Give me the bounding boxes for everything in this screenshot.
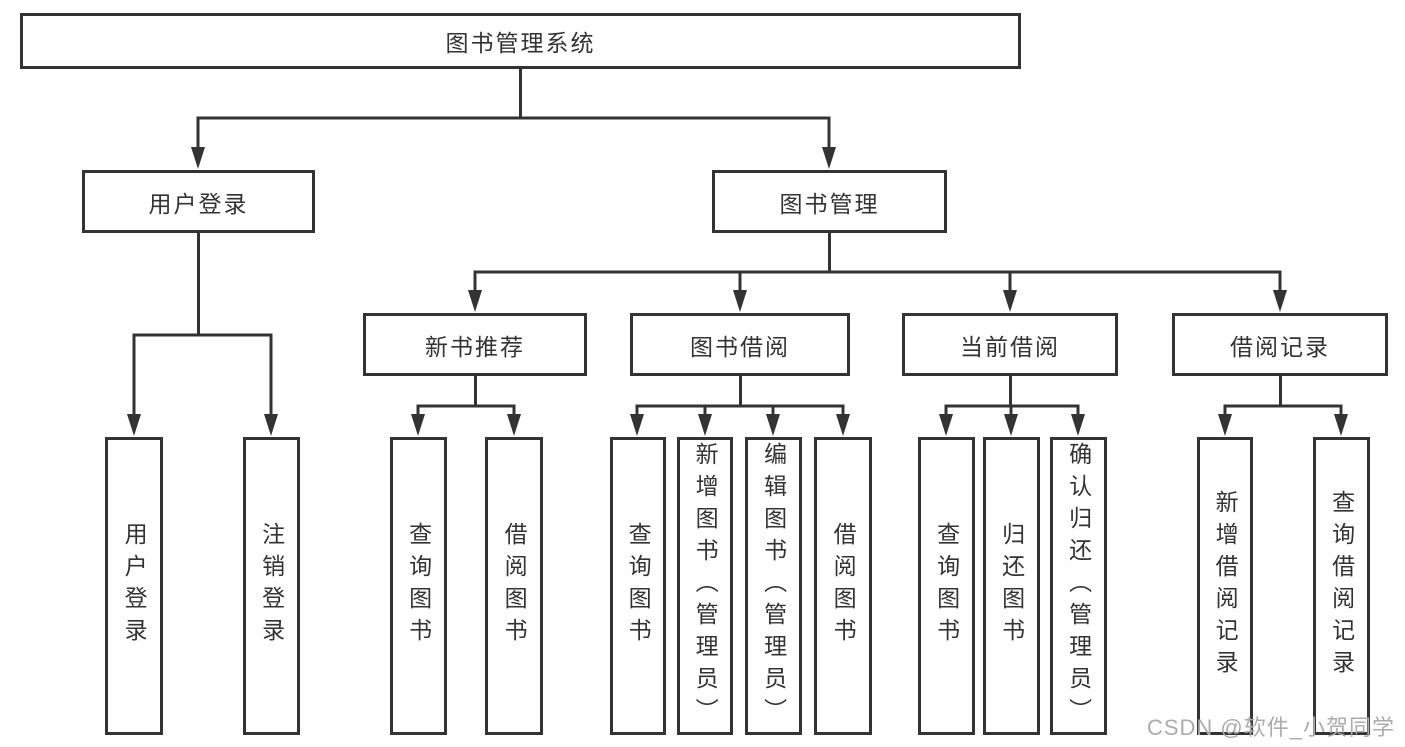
node-label: 查询图书 xyxy=(625,522,652,650)
node-label: 查询借阅记录 xyxy=(1328,490,1355,682)
node-borrow-record: 借阅记录 xyxy=(1172,313,1388,376)
arrowhead-icon xyxy=(836,414,850,436)
arrowhead-icon xyxy=(766,414,780,436)
node-label: 归还图书 xyxy=(998,522,1025,650)
leaf-query-book-current: 查询图书 xyxy=(918,437,975,735)
node-label: 借阅记录 xyxy=(1230,333,1330,360)
arrowhead-icon xyxy=(1004,414,1018,436)
node-new-book-recommend: 新书推荐 xyxy=(363,313,587,376)
node-label: 用户登录 xyxy=(121,522,148,650)
leaf-confirm-return-admin: 确认归还（管理员） xyxy=(1050,437,1107,735)
arrowhead-icon xyxy=(191,147,205,169)
node-label: 借阅图书 xyxy=(830,522,857,650)
connector-userlogin-bus xyxy=(132,231,273,337)
connector-currentborrow-bus xyxy=(944,374,1080,408)
arrowhead-icon xyxy=(733,290,747,312)
node-root-system: 图书管理系统 xyxy=(20,13,1021,69)
arrowhead-icon xyxy=(1218,414,1232,436)
node-label: 新增借阅记录 xyxy=(1212,490,1239,682)
leaf-return-book: 归还图书 xyxy=(983,437,1040,735)
connector-bookmgmt-bus xyxy=(473,231,1282,274)
connector-bookborrow-bus xyxy=(635,374,845,408)
leaf-add-borrow-record: 新增借阅记录 xyxy=(1197,437,1253,735)
arrowhead-icon xyxy=(127,414,141,436)
node-label: 图书管理系统 xyxy=(445,30,596,56)
leaf-add-book-admin: 新增图书（管理员） xyxy=(677,437,733,735)
node-label: 用户登录 xyxy=(148,190,249,217)
arrowhead-icon xyxy=(1273,290,1287,312)
node-label: 图书管理 xyxy=(779,190,880,217)
connector-borrowrecord-bus xyxy=(1223,374,1343,408)
node-label: 新书推荐 xyxy=(425,333,525,360)
connector-root-bus xyxy=(196,67,831,120)
arrowhead-icon xyxy=(630,414,644,436)
node-book-management: 图书管理 xyxy=(712,170,947,233)
leaf-query-book-recommend: 查询图书 xyxy=(390,437,447,735)
leaf-borrow-book: 借阅图书 xyxy=(814,437,872,735)
leaf-user-login: 用户登录 xyxy=(105,437,163,735)
leaf-query-book-borrow: 查询图书 xyxy=(610,437,666,735)
arrowhead-icon xyxy=(507,414,521,436)
node-label: 确认归还（管理员） xyxy=(1065,442,1092,730)
leaf-borrow-book-recommend: 借阅图书 xyxy=(485,437,543,735)
arrowhead-icon xyxy=(264,414,278,436)
arrowhead-icon xyxy=(468,290,482,312)
node-label: 图书借阅 xyxy=(690,333,790,360)
leaf-query-borrow-record: 查询借阅记录 xyxy=(1313,437,1370,735)
node-label: 查询图书 xyxy=(933,522,960,650)
arrowhead-icon xyxy=(411,414,425,436)
arrowhead-icon xyxy=(698,414,712,436)
leaf-logout: 注销登录 xyxy=(243,437,300,735)
connector-newbook-bus xyxy=(416,374,516,408)
node-current-borrow: 当前借阅 xyxy=(902,313,1118,376)
node-label: 查询图书 xyxy=(405,522,432,650)
arrowhead-icon xyxy=(939,414,953,436)
node-user-login: 用户登录 xyxy=(82,170,315,233)
node-label: 借阅图书 xyxy=(501,522,528,650)
node-label: 新增图书（管理员） xyxy=(692,442,719,730)
node-label: 编辑图书（管理员） xyxy=(760,442,787,730)
node-label: 当前借阅 xyxy=(960,333,1060,360)
arrowhead-icon xyxy=(822,147,836,169)
node-label: 注销登录 xyxy=(258,522,285,650)
leaf-edit-book-admin: 编辑图书（管理员） xyxy=(745,437,802,735)
arrowhead-icon xyxy=(1003,290,1017,312)
csdn-watermark: CSDN @软件_小贺同学 xyxy=(1146,715,1395,740)
node-book-borrow: 图书借阅 xyxy=(630,313,850,376)
arrowhead-icon xyxy=(1334,414,1348,436)
arrowhead-icon xyxy=(1071,414,1085,436)
